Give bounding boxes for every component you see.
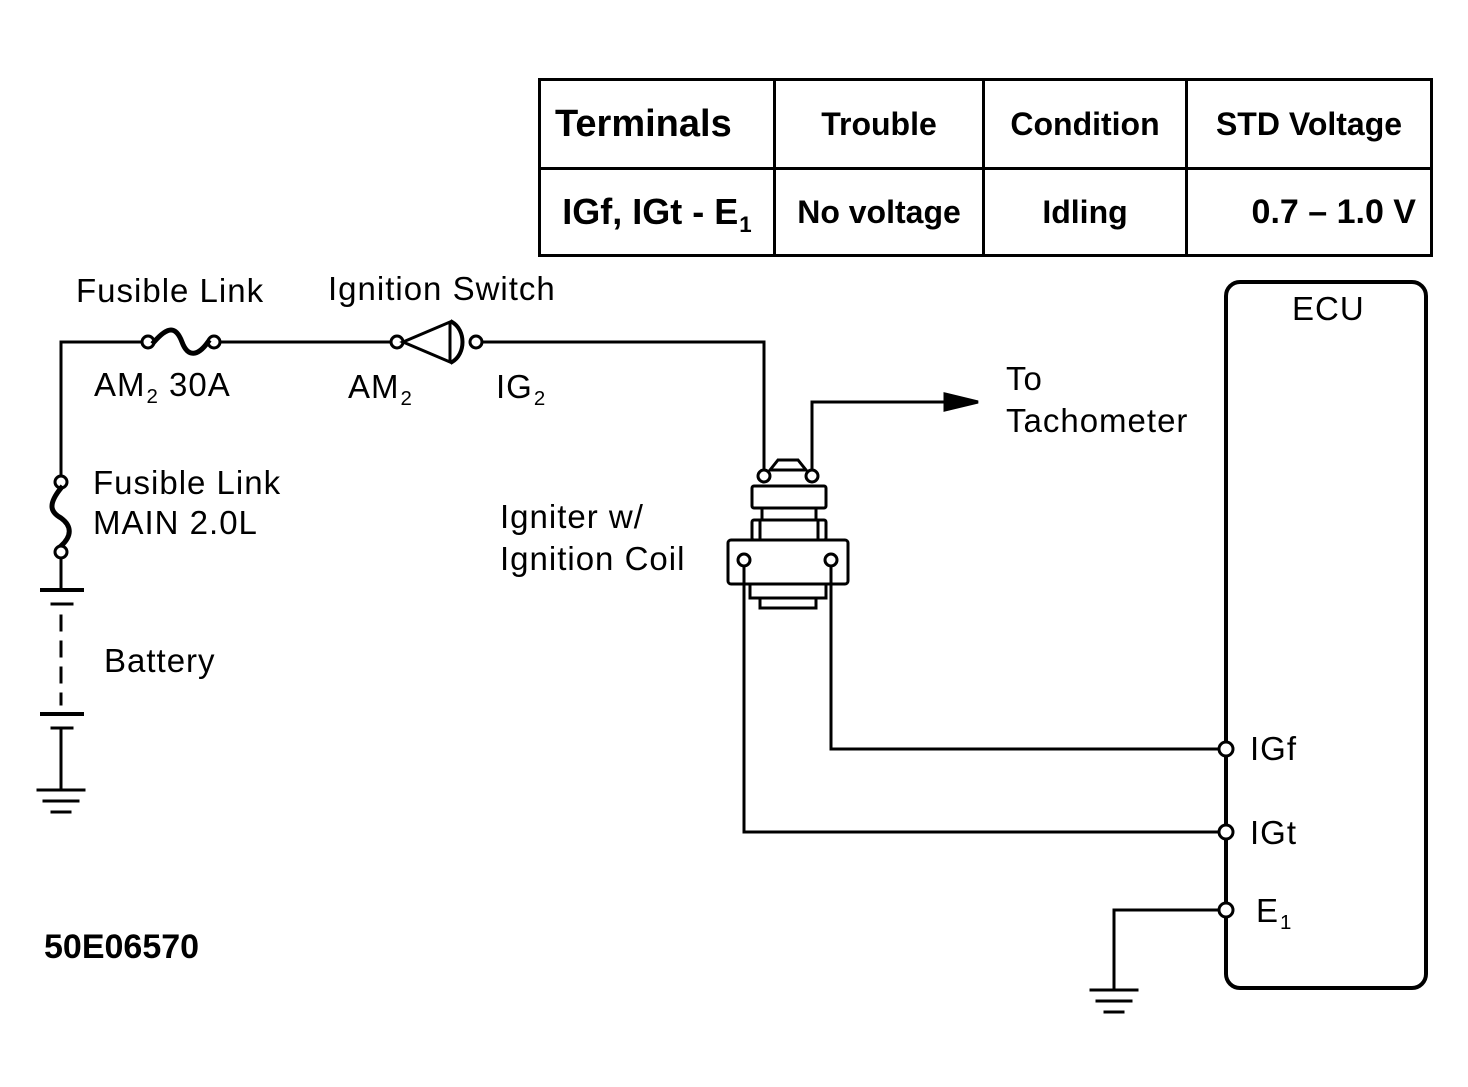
ecu-terminal-e1 — [1217, 901, 1235, 919]
table-row: IGf, IGt - E1 No voltage Idling 0.7 – 1.… — [538, 167, 1433, 257]
ecu-terminal-igf — [1217, 740, 1235, 758]
wire-e1 — [1112, 908, 1220, 990]
cell-trouble: No voltage — [773, 167, 985, 257]
label-am2-30a-rating: 30A — [158, 366, 231, 403]
header-condition: Condition — [982, 78, 1188, 170]
igniter-terminal-right — [804, 468, 820, 484]
label-ecu: ECU — [1292, 290, 1365, 327]
header-terminals: Terminals — [538, 78, 776, 170]
label-battery: Battery — [104, 642, 216, 679]
label-to-tachometer-1: To — [1006, 360, 1043, 397]
ignition-switch-arc — [449, 319, 465, 365]
tachometer-arrow — [943, 392, 979, 412]
wire-igf — [829, 564, 1220, 751]
label-e1: E1 — [1256, 892, 1292, 933]
cell-condition: Idling — [982, 167, 1188, 257]
ignition-switch-ig2-terminal — [468, 334, 484, 350]
label-to-tachometer-2: Tachometer — [1006, 402, 1189, 439]
label-switch-ig2-sub: 2 — [533, 387, 547, 411]
fusible-link-am2-element — [150, 327, 212, 356]
fusible-link-main-terminal-bottom — [53, 544, 69, 560]
ignition-switch-contact — [399, 319, 452, 365]
igniter-lower-block — [748, 582, 828, 600]
label-switch-am2-sub: 2 — [400, 387, 413, 411]
wire-left-vertical — [59, 340, 146, 480]
cell-terminals-sub: 1 — [739, 211, 752, 237]
igniter-top-cap — [766, 458, 810, 472]
spec-table-header: Terminals Trouble Condition STD Voltage — [538, 78, 1433, 170]
igniter-coil-lines — [758, 518, 820, 542]
header-trouble: Trouble — [773, 78, 985, 170]
igniter-middle-block — [750, 518, 828, 542]
label-am2-30a-text: AM — [94, 366, 146, 403]
label-fusible-link-top: Fusible Link — [76, 272, 265, 309]
igniter-terminal-left — [756, 468, 772, 484]
wire-igt — [742, 564, 1220, 834]
label-switch-ig2: IG2 — [496, 368, 546, 409]
igniter-upper-block — [750, 484, 828, 510]
header-std-voltage: STD Voltage — [1185, 78, 1433, 170]
label-fusible-link-main-1: Fusible Link — [93, 464, 282, 501]
label-igniter-1: Igniter w/ — [500, 498, 644, 535]
igniter-connector-pin-right — [823, 552, 839, 568]
label-igniter-2: Ignition Coil — [500, 540, 686, 577]
label-fusible-link-main-2: MAIN 2.0L — [93, 504, 258, 541]
label-switch-am2-text: AM — [348, 368, 400, 405]
ecu-box — [1224, 280, 1428, 990]
cell-terminals: IGf, IGt - E1 — [538, 167, 776, 257]
fusible-link-main-element — [49, 484, 72, 550]
label-ignition-switch: Ignition Switch — [328, 270, 556, 307]
spec-table: Terminals Trouble Condition STD Voltage … — [538, 78, 1433, 257]
igniter-neck — [760, 506, 818, 522]
label-switch-am2: AM2 — [348, 368, 413, 409]
figure-code: 50E06570 — [44, 928, 200, 966]
label-am2-30a: AM2 30A — [94, 366, 231, 407]
igniter-connector-pin-left — [736, 552, 752, 568]
label-e1-text: E — [1256, 892, 1280, 929]
label-e1-sub: 1 — [1280, 911, 1293, 935]
wire-switch-to-igniter — [480, 340, 766, 472]
label-igf: IGf — [1250, 730, 1298, 767]
label-igt: IGt — [1250, 814, 1298, 851]
ecu-terminal-igt — [1217, 823, 1235, 841]
igniter-base — [758, 596, 818, 610]
cell-std-voltage: 0.7 – 1.0 V — [1185, 167, 1433, 257]
wire-to-tachometer — [810, 400, 947, 472]
label-switch-ig2-text: IG — [496, 368, 533, 405]
cell-terminals-text: IGf, IGt - E — [562, 191, 739, 232]
label-am2-30a-sub: 2 — [146, 385, 159, 409]
